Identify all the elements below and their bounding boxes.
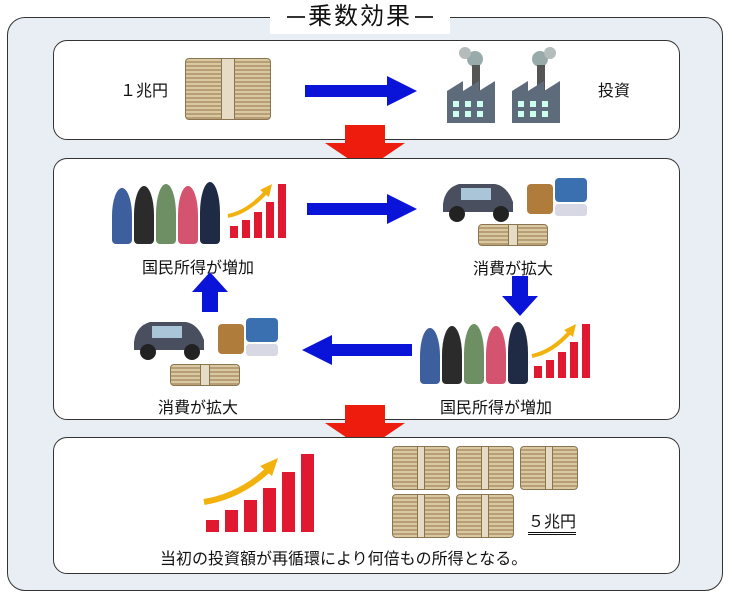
factory-icon xyxy=(447,47,495,123)
blue-arrow-down-icon xyxy=(502,276,538,316)
money-stack-icon xyxy=(478,224,548,246)
money-stack-icon xyxy=(185,58,271,120)
shopping-goods-icon xyxy=(525,170,591,222)
money-stack-icon xyxy=(392,494,450,538)
blue-arrow-right-icon xyxy=(305,76,417,106)
page-title: 乗数効果 xyxy=(308,2,412,30)
consumption-expand-label-left: 消費が拡大 xyxy=(158,398,239,417)
growth-chart-icon xyxy=(227,184,286,238)
blue-arrow-up-icon xyxy=(192,272,228,312)
factory-icon xyxy=(512,47,560,123)
result-caption: 当初の投資額が再循環により何倍もの所得となる。 xyxy=(160,549,528,568)
title-bar: 乗数効果 xyxy=(270,0,450,34)
growth-chart-icon xyxy=(531,324,590,378)
amount-label-1t: １兆円 xyxy=(120,81,169,100)
shopping-goods-icon xyxy=(216,310,282,362)
income-increase-label-top: 国民所得が増加 xyxy=(142,258,255,277)
red-arrow-down-icon xyxy=(325,125,405,170)
money-stack-icon xyxy=(520,446,578,490)
car-icon xyxy=(443,184,513,222)
blue-arrow-left-icon xyxy=(302,335,412,365)
investment-label: 投資 xyxy=(598,81,631,100)
blue-arrow-right-icon xyxy=(307,194,417,224)
consumption-expand-label-right: 消費が拡大 xyxy=(473,259,554,278)
money-stack-icon xyxy=(456,494,514,538)
money-stack-icon xyxy=(170,364,240,386)
car-icon xyxy=(134,322,204,360)
income-increase-label-bottom: 国民所得が増加 xyxy=(440,398,553,417)
people-icon xyxy=(112,178,222,246)
growth-chart-icon xyxy=(203,454,314,532)
money-stack-icon xyxy=(456,446,514,490)
red-arrow-down-icon xyxy=(325,405,405,450)
people-icon xyxy=(420,318,530,386)
amount-label-5t: ５兆円 xyxy=(528,508,577,535)
money-stack-icon xyxy=(392,446,450,490)
